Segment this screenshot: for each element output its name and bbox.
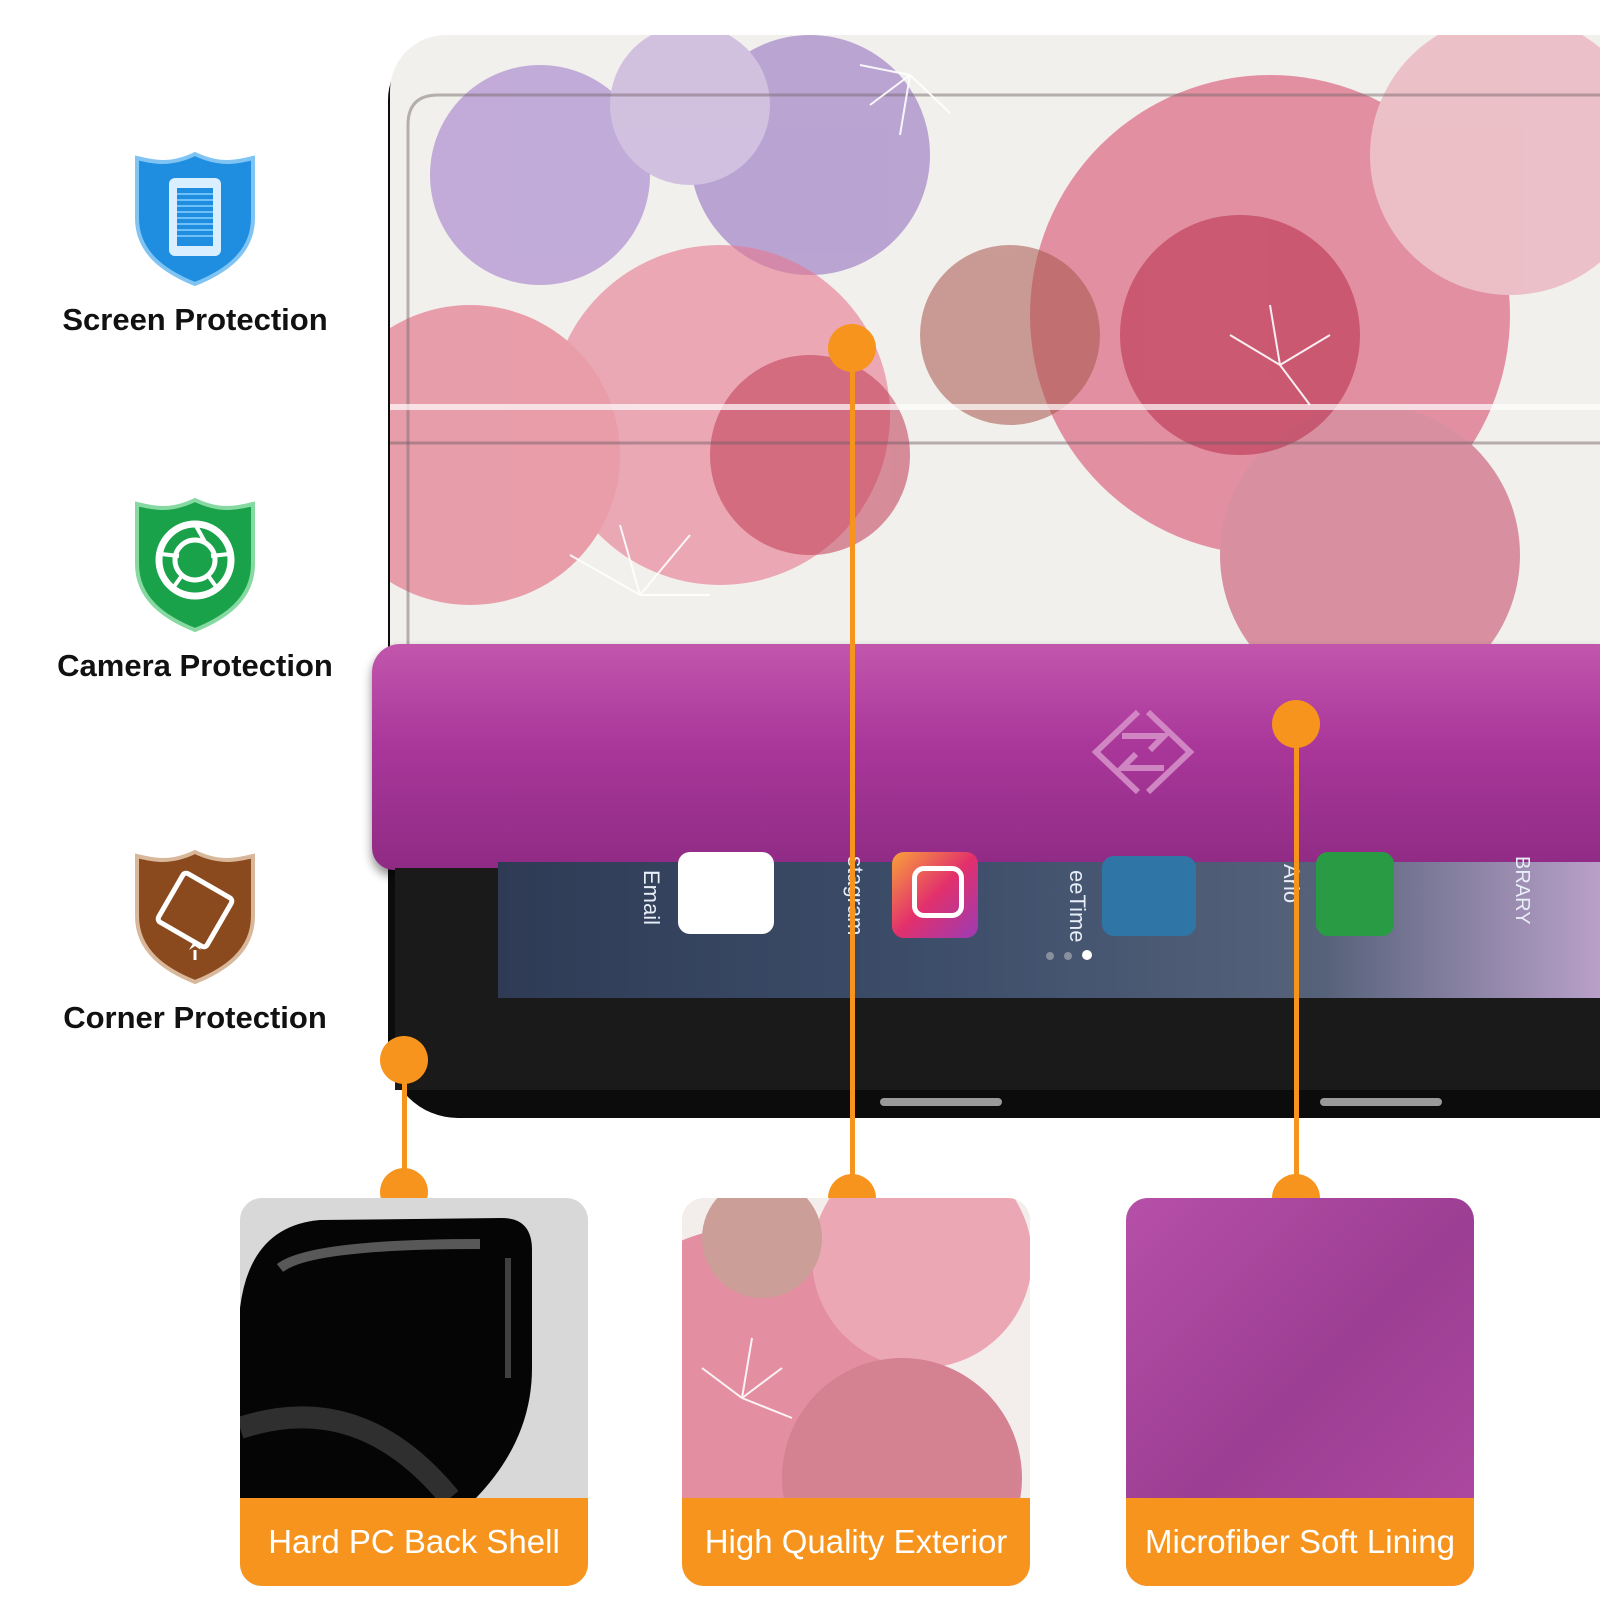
callout-dot <box>380 1036 428 1084</box>
feature-label: Screen Protection <box>62 302 328 337</box>
purple-fold-strip <box>372 644 1600 870</box>
feature-label: Corner Protection <box>63 1000 327 1035</box>
corner-shield-icon <box>135 849 255 985</box>
callout-line <box>850 348 855 1190</box>
floral-pattern <box>390 35 1600 655</box>
app-label: stagram <box>843 856 868 936</box>
email-app-icon <box>678 852 774 934</box>
callout-dot <box>1272 700 1320 748</box>
feature-label: Camera Protection <box>57 648 333 683</box>
feature-screen-protection: Screen Protection <box>20 148 370 338</box>
feature-corner-protection: Corner Protection <box>20 846 370 1036</box>
material-card-microfiber: Microfiber Soft Lining <box>1126 1198 1474 1586</box>
camera-shield-icon <box>135 497 255 633</box>
app-label: BRARY <box>1511 856 1533 925</box>
material-card-hard-shell: Hard PC Back Shell <box>240 1198 588 1586</box>
callout-line <box>402 1060 407 1190</box>
material-caption: Microfiber Soft Lining <box>1126 1498 1474 1586</box>
app-label: Email <box>639 870 664 926</box>
material-caption: Hard PC Back Shell <box>240 1498 588 1586</box>
hard-shell-closeup <box>240 1218 532 1505</box>
page-dot <box>1064 952 1072 960</box>
tablet-screen: Email stagram eeTime Arlo BRARY <box>498 852 1600 998</box>
feature-camera-protection: Camera Protection <box>20 494 370 684</box>
page-dot <box>1046 952 1054 960</box>
floral-front-cover <box>390 35 1600 655</box>
arlo-app-icon <box>1316 852 1394 936</box>
app-label: Arlo <box>1279 864 1304 904</box>
screen-shield-icon <box>135 151 255 287</box>
floral-fabric-closeup <box>682 1198 1030 1586</box>
instagram-app-icon <box>892 852 978 938</box>
callout-dot <box>828 324 876 372</box>
page-dot-active <box>1082 950 1092 960</box>
app-label: eeTime <box>1065 870 1090 943</box>
freetime-app-icon <box>1102 856 1196 936</box>
speaker-slot <box>1320 1098 1442 1106</box>
callout-line <box>1294 724 1299 1194</box>
material-caption: High Quality Exterior <box>682 1498 1030 1586</box>
speaker-slot <box>880 1098 1002 1106</box>
material-card-exterior: High Quality Exterior <box>682 1198 1030 1586</box>
brand-logo-icon <box>1091 709 1195 795</box>
